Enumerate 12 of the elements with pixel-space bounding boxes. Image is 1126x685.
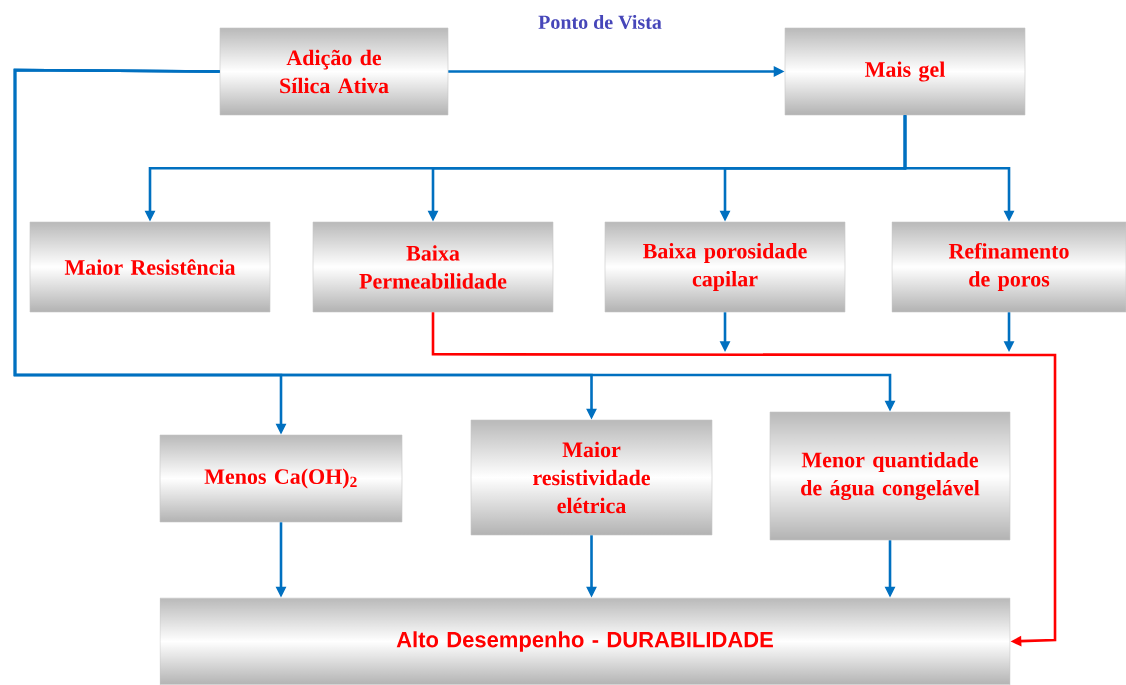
process-box: Maior resistividade elétrica [470, 419, 713, 536]
title: Ponto de Vista [538, 14, 662, 30]
process-box: Menor quantidade de água congelável [769, 411, 1011, 541]
process-box: Maior Resistência [29, 221, 271, 313]
process-box: Baixa porosidade capilar [604, 221, 846, 313]
process-box: Refinamento de poros [891, 221, 1126, 313]
process-box: Alto Desempenho - DURABILIDADE [159, 597, 1011, 685]
process-box: Adição de Sílica Ativa [219, 27, 449, 116]
arrow [431, 312, 1057, 647]
process-box: Menos Ca(OH)$_{2}$ [159, 434, 403, 523]
process-box: Baixa Permeabilidade [312, 221, 554, 313]
process-box: Mais gel [784, 27, 1026, 116]
